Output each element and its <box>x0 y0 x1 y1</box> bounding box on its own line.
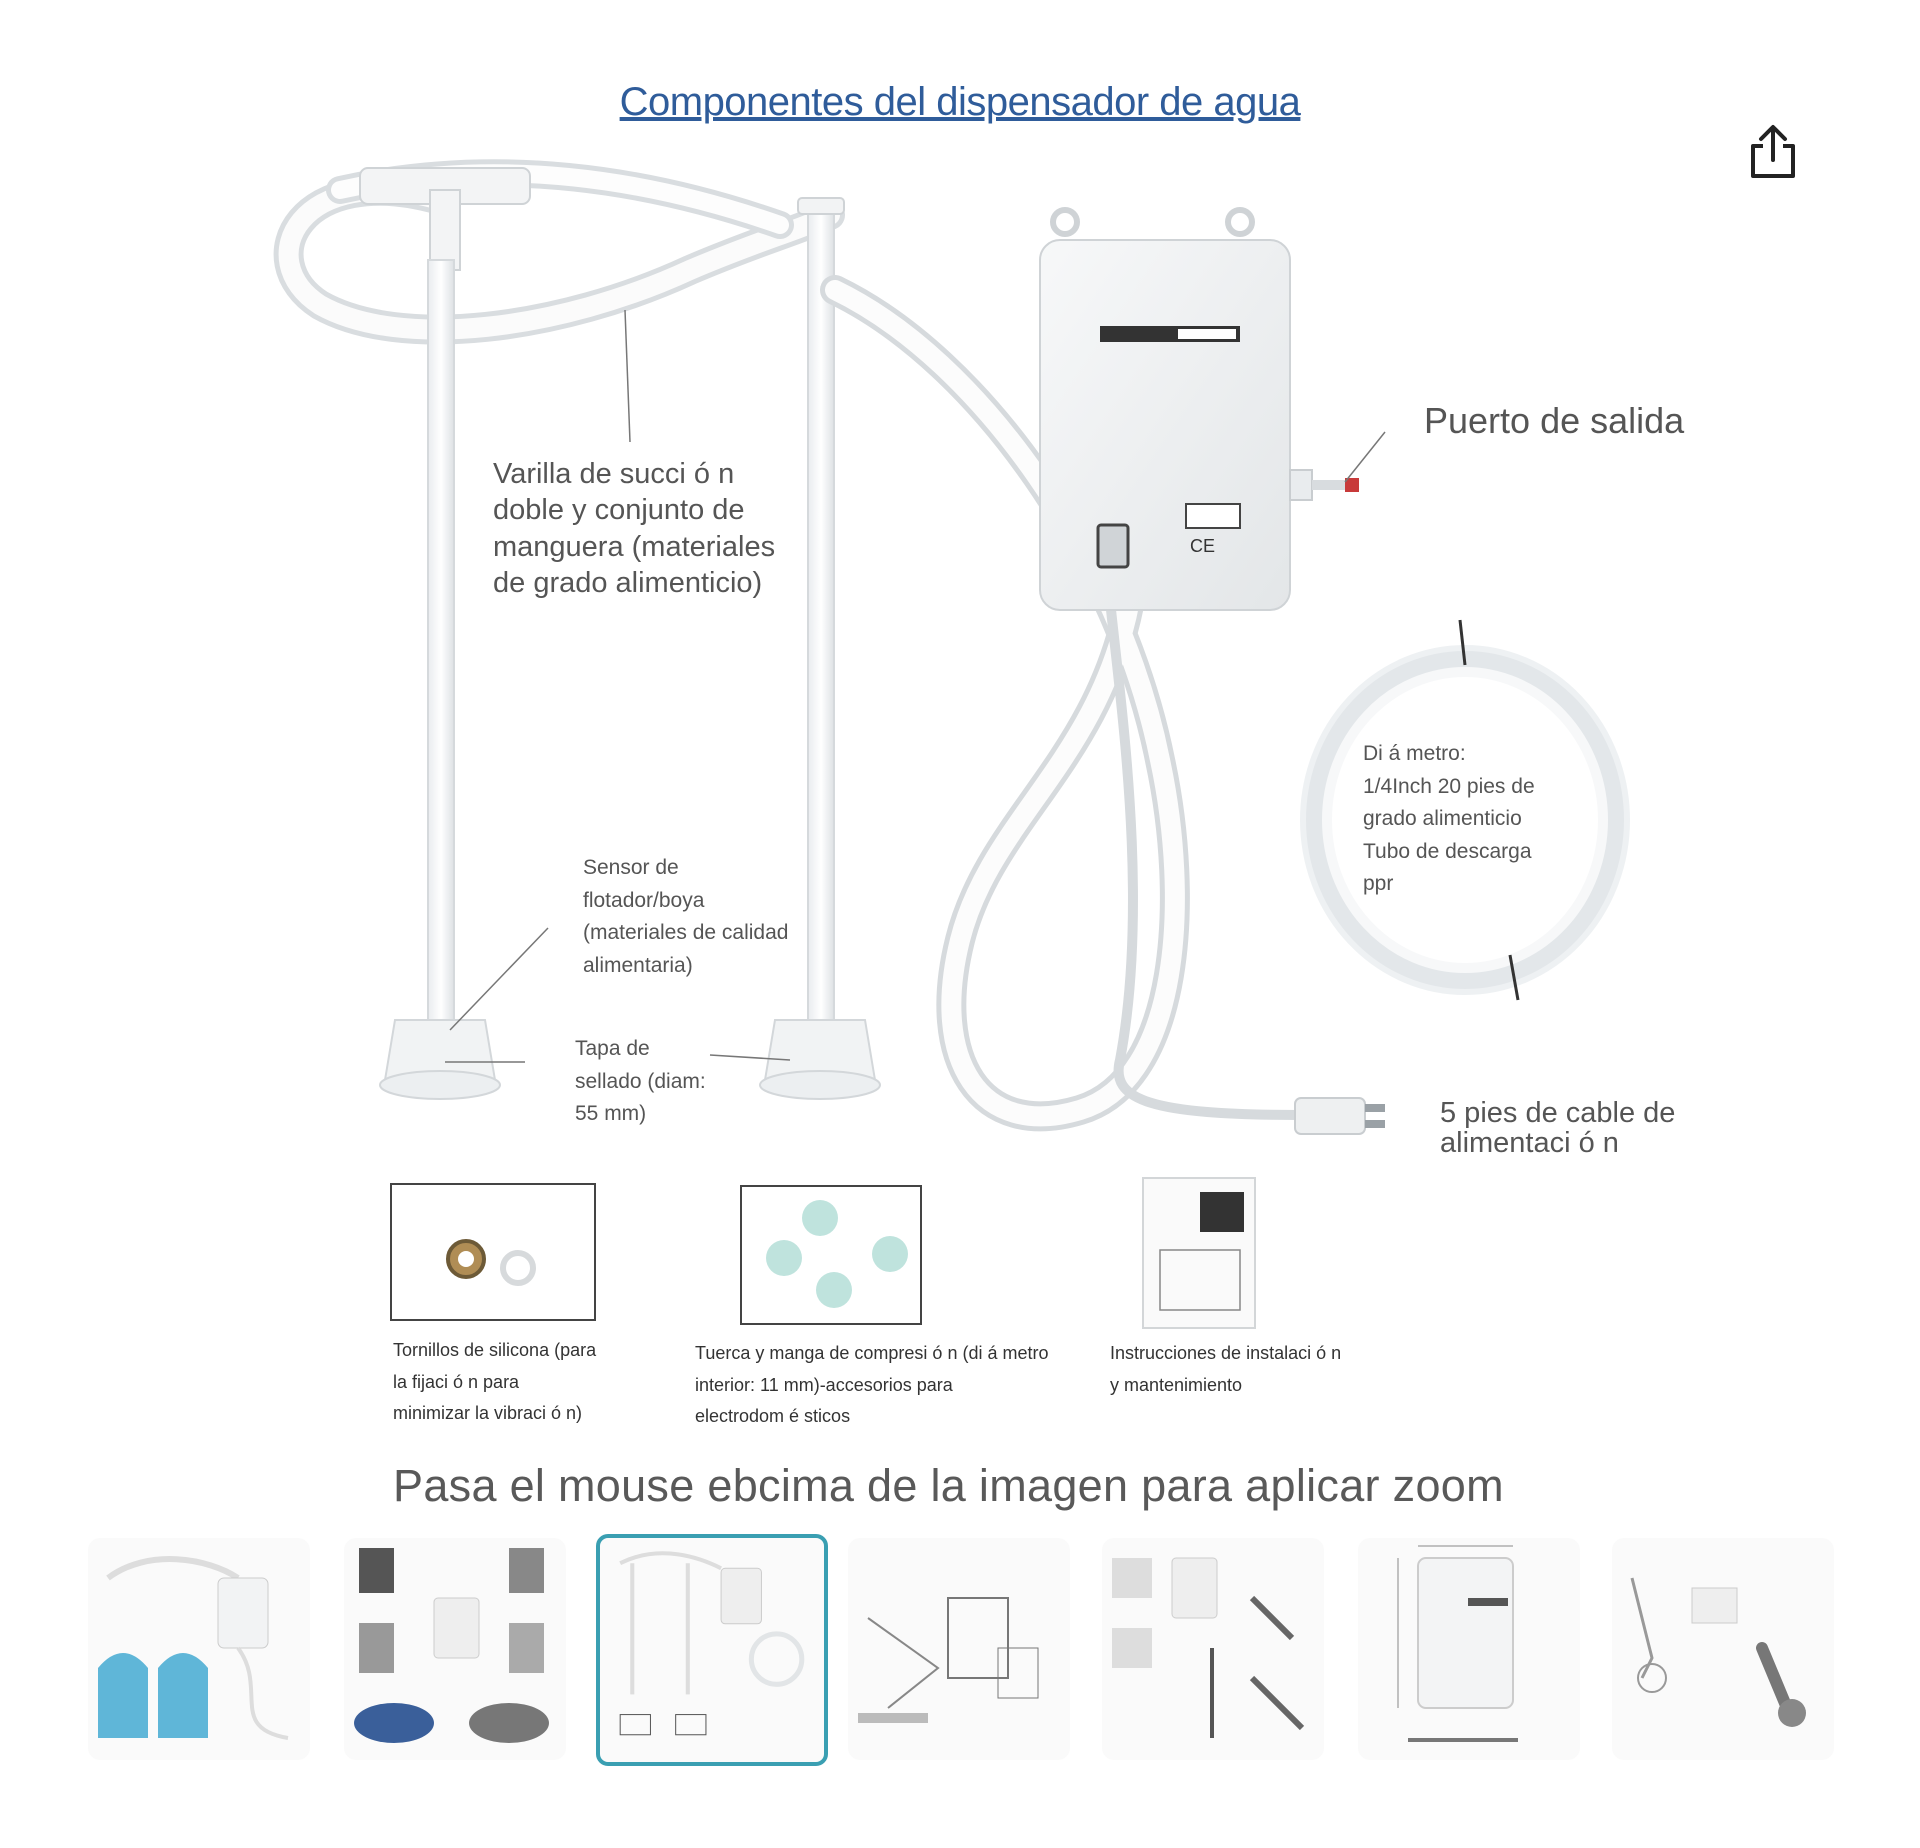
thumbnail-7[interactable] <box>1612 1538 1834 1760</box>
thumbnail-5[interactable] <box>1102 1538 1324 1760</box>
thumbnail-1[interactable] <box>88 1538 310 1760</box>
product-diagram: CE <box>273 159 1630 1329</box>
label-power-cable: 5 pies de cable de alimentaci ó n <box>1440 1097 1676 1160</box>
thumbnail-6[interactable] <box>1358 1538 1580 1760</box>
thumbnail-3[interactable] <box>596 1534 828 1766</box>
page-title[interactable]: Componentes del dispensador de agua <box>619 80 1301 124</box>
caption-compression-nut: Tuerca y manga de compresi ó n (di á met… <box>695 1343 1049 1426</box>
caption-instructions: Instrucciones de instalaci ó n y manteni… <box>1110 1343 1342 1395</box>
thumbnail-2[interactable] <box>344 1538 566 1760</box>
label-suction-rod: Varilla de succi ó n doble y conjunto de… <box>493 458 776 599</box>
zoom-hint: Pasa el mouse ebcima de la imagen para a… <box>393 1460 1504 1511</box>
label-float-sensor: Sensor de flotador/boya (materiales de c… <box>583 856 789 977</box>
caption-silicone-screws: Tornillos de silicona (para la fijaci ó … <box>393 1340 597 1423</box>
svg-text:CE: CE <box>1190 536 1215 556</box>
share-icon[interactable] <box>1745 122 1801 182</box>
thumbnail-strip <box>88 1534 1848 1770</box>
label-outlet-port: Puerto de salida <box>1424 400 1685 441</box>
label-seal-cap: Tapa de sellado (diam: 55 mm) <box>575 1037 706 1126</box>
thumbnail-4[interactable] <box>848 1538 1070 1760</box>
label-tube: Di á metro: 1/4Inch 20 pies de grado ali… <box>1363 742 1535 896</box>
